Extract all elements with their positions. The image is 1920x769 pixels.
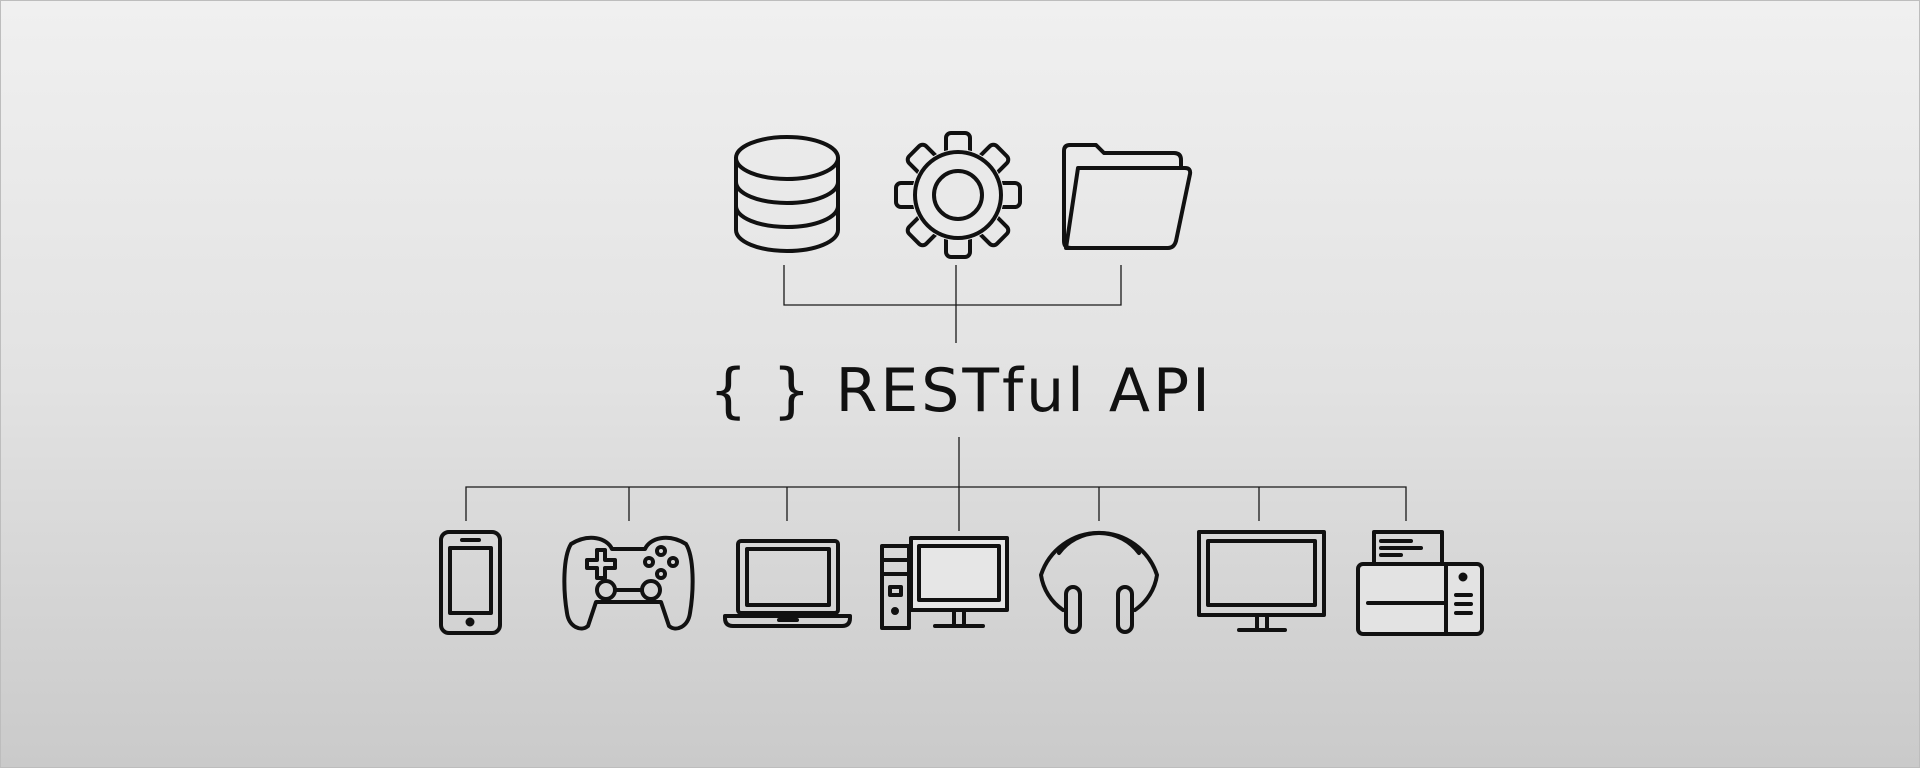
smartphone-icon xyxy=(439,530,502,635)
backend-connector-lines xyxy=(783,265,1122,343)
client-bus-line xyxy=(465,486,1407,521)
api-title: { } RESTful API xyxy=(709,356,1213,426)
top-connectors xyxy=(783,265,1122,343)
headphones-icon xyxy=(1039,530,1159,634)
monitor-icon xyxy=(1197,530,1326,632)
laptop-icon xyxy=(723,539,852,628)
gear-icon xyxy=(894,131,1022,259)
folder-icon xyxy=(1062,143,1193,250)
desktop-computer-icon xyxy=(880,536,1009,630)
bottom-connectors xyxy=(465,437,1407,531)
gamepad-icon xyxy=(562,535,695,631)
printer-icon xyxy=(1356,530,1484,636)
database-icon xyxy=(734,135,840,253)
client-drop-lines xyxy=(628,487,1260,521)
